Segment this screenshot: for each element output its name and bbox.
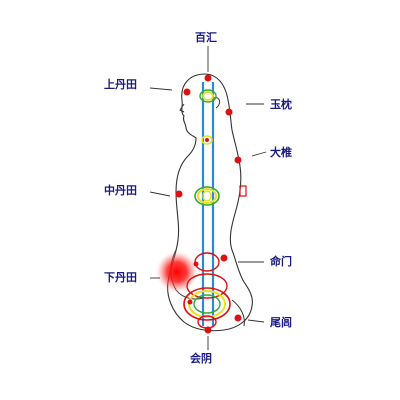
label-dazhui: 大椎 [270, 146, 292, 159]
lower-ring-1 [186, 273, 228, 299]
dazhui-point [234, 156, 242, 164]
huiyin-point [204, 326, 212, 334]
middle-dantian-ring-inner [202, 190, 212, 202]
leader-shangdan [149, 87, 173, 91]
label-middle-dantian: 中丹田 [104, 184, 137, 197]
leader-dazhui [251, 151, 267, 157]
upper-dantian-ring-inner [202, 91, 214, 101]
label-huiyin: 会阴 [190, 352, 212, 365]
weilv-point [234, 314, 242, 322]
leg-outline [231, 299, 245, 327]
back-hand [239, 185, 247, 197]
yuzhen-point [225, 108, 233, 116]
leader-zhongdan [149, 191, 171, 197]
throat-ring [201, 135, 213, 145]
upper-dantian-ring-outer [199, 89, 217, 103]
label-baihui: 百汇 [195, 31, 217, 44]
throat-point [205, 138, 209, 142]
label-upper-dantian: 上丹田 [104, 78, 137, 91]
middle-dantian-ring-outer [194, 186, 220, 206]
forehead-point [183, 88, 191, 96]
lower-dantian-glow [155, 250, 199, 294]
body-outline [167, 73, 253, 332]
chest-point [175, 190, 183, 198]
middle-dantian-ring-mid [197, 188, 217, 204]
mingmen-point [220, 254, 228, 262]
label-yuzhen: 玉枕 [270, 98, 292, 111]
baihui-point [204, 74, 212, 82]
lower-ring-2 [183, 287, 231, 321]
lower-left-point [187, 299, 193, 305]
face-profile [179, 103, 185, 113]
label-weilv: 尾闾 [270, 316, 292, 329]
label-mingmen: 命门 [270, 255, 292, 268]
lower-ring-4 [193, 294, 221, 314]
leader-weilv [247, 319, 265, 323]
label-lower-dantian: 下丹田 [104, 271, 137, 284]
navel-point [193, 261, 199, 267]
navel-ring [194, 252, 220, 272]
